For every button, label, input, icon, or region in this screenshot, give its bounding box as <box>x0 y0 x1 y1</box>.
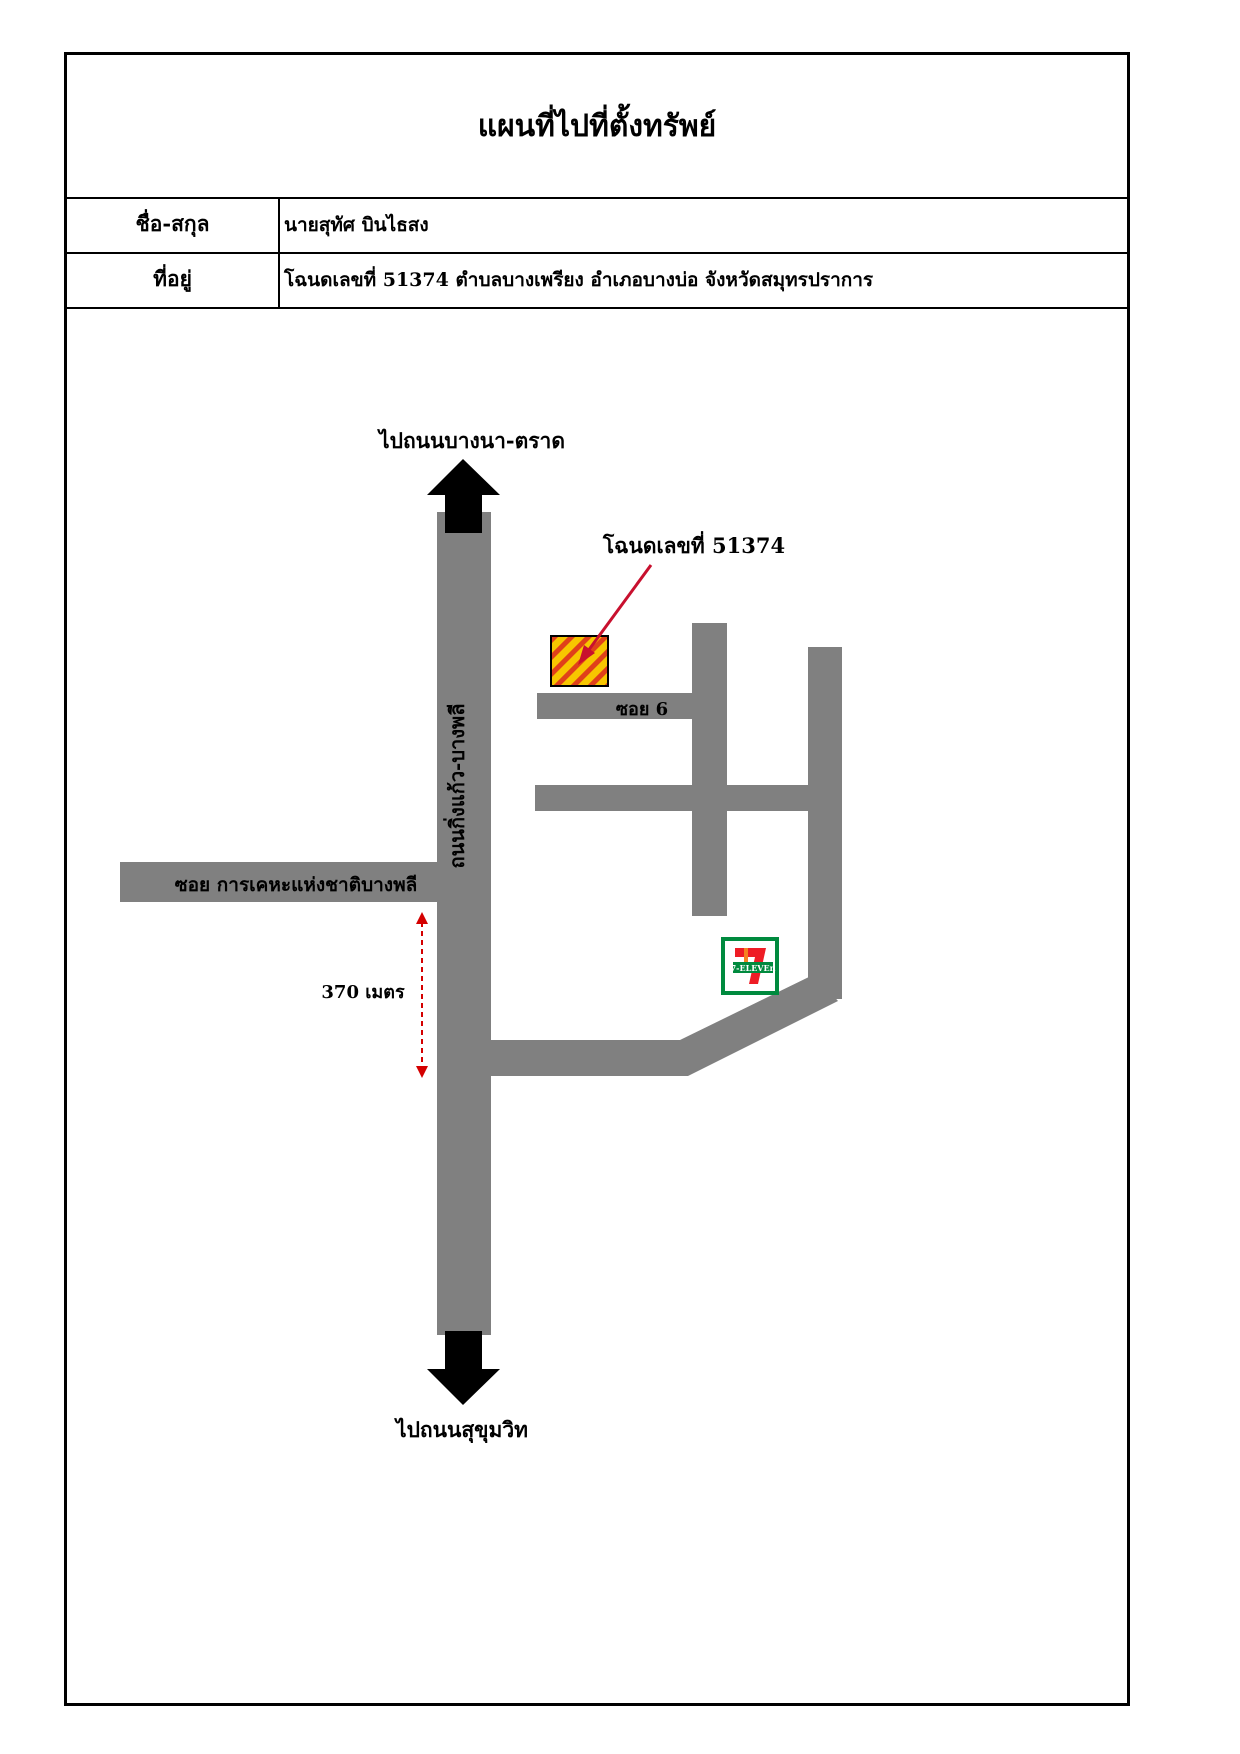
store-label: 7-ELEVEn <box>731 963 776 973</box>
main-road-label: ถนนกิ่งแก้ว-บางพลี <box>442 704 469 869</box>
property-label: โฉนดเลขที่ 51374 <box>602 530 785 558</box>
middle-road-horizontal <box>535 785 810 811</box>
title-section: แผนที่ไปที่ตั้งทรัพย์ <box>67 55 1127 199</box>
address-row: ที่อยู่ โฉนดเลขที่ 51374 ตำบลบางเพรียง อ… <box>67 252 1127 309</box>
right-road <box>808 647 842 999</box>
branch-road-lower <box>488 1040 688 1076</box>
name-value: นายสุทัศ บินไธสง <box>284 213 429 236</box>
soi-6-road <box>537 693 694 719</box>
main-road <box>437 512 491 1335</box>
north-arrow-icon <box>427 459 500 533</box>
address-value: โฉนดเลขที่ 51374 ตำบลบางเพรียง อำเภอบางบ… <box>284 268 874 291</box>
middle-road-vertical <box>692 623 727 916</box>
side-road-label: ซอย การเคหะแห่งชาติบางพลี <box>175 874 418 896</box>
name-row: ชื่อ-สกุล นายสุทัศ บินไธสง <box>67 197 1127 254</box>
south-label: ไปถนนสุขุมวิท <box>394 1417 528 1444</box>
north-label: ไปถนนบางนา-ตราด <box>377 428 565 453</box>
seven-eleven-icon: 7-ELEVEn <box>721 937 779 995</box>
property-pointer-arrow <box>578 564 653 665</box>
distance-marker <box>416 912 428 1078</box>
address-label: ที่อยู่ <box>67 252 280 307</box>
soi-label: ซอย 6 <box>616 699 668 720</box>
distance-label: 370 เมตร <box>321 982 405 1003</box>
side-road <box>120 862 440 902</box>
document-frame: แผนที่ไปที่ตั้งทรัพย์ ชื่อ-สกุล นายสุทัศ… <box>64 52 1130 1706</box>
branch-road-diagonal <box>680 974 838 1076</box>
south-arrow-icon <box>427 1331 500 1405</box>
name-label: ชื่อ-สกุล <box>67 197 280 252</box>
page-title: แผนที่ไปที่ตั้งทรัพย์ <box>477 108 717 144</box>
